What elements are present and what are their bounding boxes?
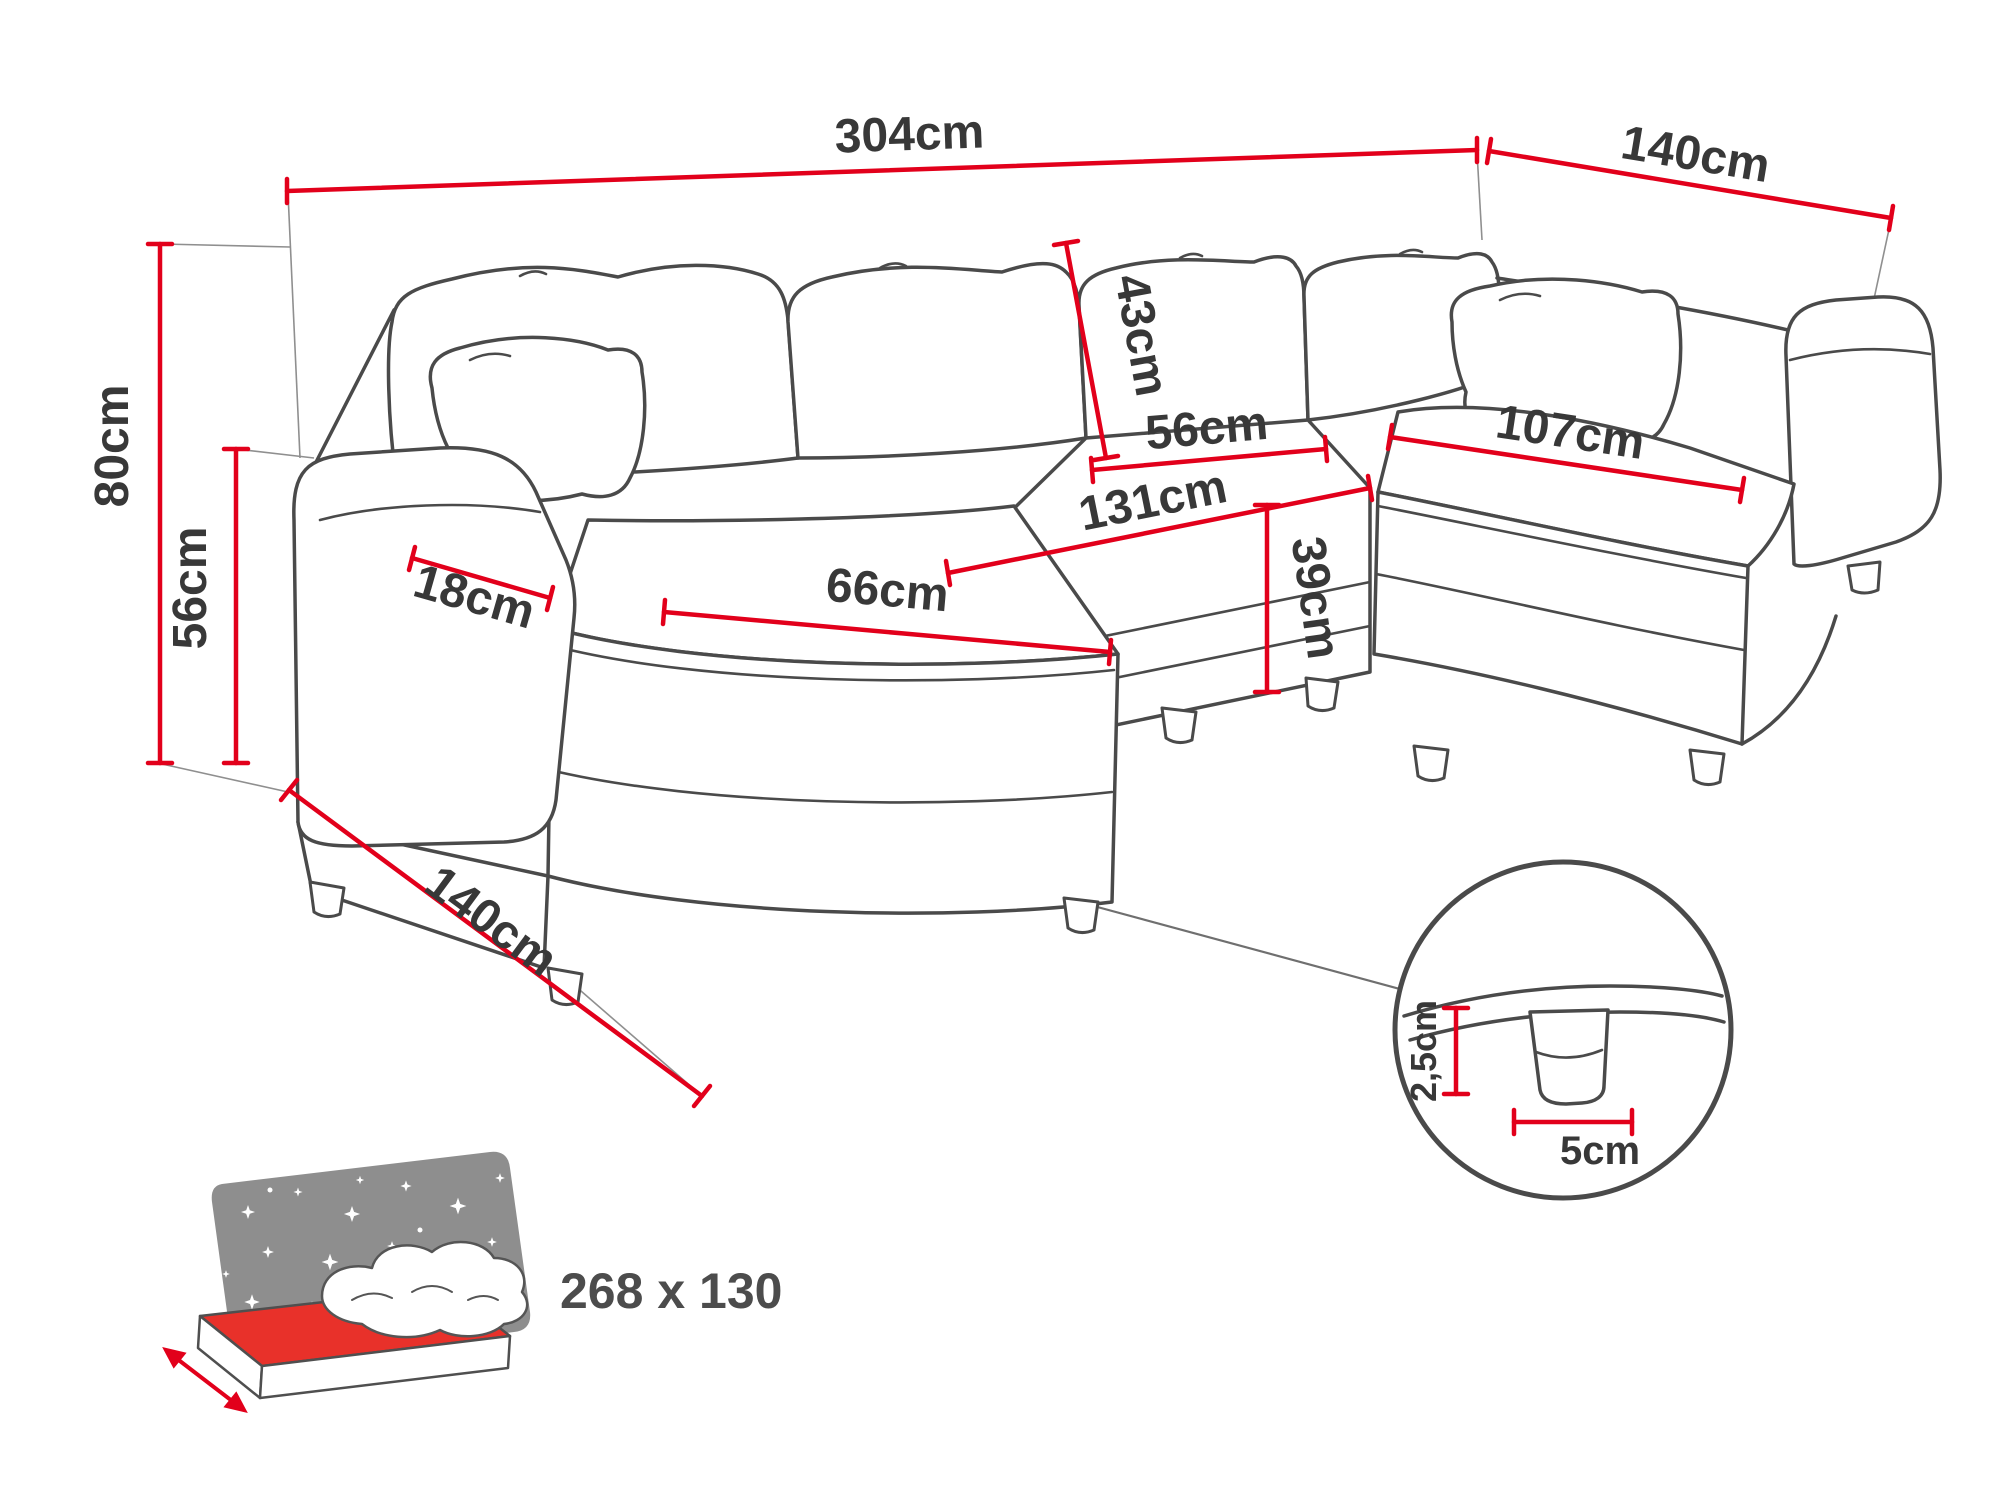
sofa-foot xyxy=(1412,744,1450,783)
back-cushion-2 xyxy=(786,261,1088,460)
seam-line xyxy=(1376,504,1748,580)
pillow-crease xyxy=(1498,292,1542,302)
dimension-label-leg-height: 2,5cm xyxy=(1403,1000,1444,1102)
dimension-top-right-depth xyxy=(1484,136,1896,233)
unfold-arrow xyxy=(162,1347,248,1413)
dimension-armrest-height xyxy=(221,446,251,766)
dimension-front-depth xyxy=(278,777,713,1109)
dimension-label-middle-seat-depth: 56cm xyxy=(1143,397,1270,460)
dimension-label-overall-height: 80cm xyxy=(86,385,139,508)
leader-line-to-leg-detail xyxy=(1089,903,1401,991)
seam-line xyxy=(552,644,1116,682)
construction-lines xyxy=(161,151,1892,1097)
armrest-left xyxy=(292,446,577,848)
dimension-label-top-width: 304cm xyxy=(834,105,985,163)
sofa-leg-curve xyxy=(1534,1048,1604,1059)
armrest-left-inner-edge xyxy=(318,503,542,522)
duvet xyxy=(320,1240,529,1339)
cushion-crease xyxy=(878,262,908,270)
sofa-line-drawing xyxy=(292,248,1942,1007)
dimension-armrest-width xyxy=(406,544,556,613)
pillow-crease xyxy=(468,352,512,362)
back-cushion-4 xyxy=(1302,251,1502,422)
dimension-backrest-height xyxy=(1051,238,1121,463)
dimension-label-top-right-depth: 140cm xyxy=(1617,116,1773,193)
sofa-foot xyxy=(308,880,346,919)
base-bottom-edge xyxy=(1402,984,1724,1018)
sleeping-function-icon: 268 x 130 xyxy=(162,1151,782,1413)
duvet-fold xyxy=(467,1295,499,1301)
dimension-label-armrest-height: 56cm xyxy=(164,527,217,650)
chaise-right-base-edge xyxy=(1740,614,1838,746)
seam-line xyxy=(548,768,1114,804)
sofa-foot xyxy=(1304,676,1340,713)
dimension-middle-seat-width xyxy=(943,473,1375,588)
construction-line xyxy=(565,977,703,1097)
sofa-foot xyxy=(1062,896,1100,935)
dimension-top-width xyxy=(284,135,1480,206)
back-panel-edge xyxy=(310,308,396,472)
dimension-leg-width xyxy=(1511,1107,1635,1137)
sofa-foot xyxy=(1846,560,1882,595)
armrest-right xyxy=(1784,295,1942,568)
dimension-seat-front-height xyxy=(1252,502,1282,695)
seam-line xyxy=(1374,572,1746,652)
dimension-lines xyxy=(145,135,1896,1109)
construction-line xyxy=(161,763,307,797)
mattress-side-front xyxy=(258,1334,512,1400)
armrest-right-inner-edge xyxy=(1788,347,1932,362)
duvet-fold xyxy=(351,1292,393,1301)
dimension-leg-height xyxy=(1441,1005,1471,1097)
leg-detail: 2,5cm 5cm xyxy=(1392,859,1734,1201)
dimension-right-chaise-length xyxy=(1385,422,1747,505)
dimension-left-chaise-width xyxy=(660,597,1114,667)
construction-line xyxy=(1476,151,1483,241)
cushion-crease xyxy=(1398,248,1424,256)
duvet-fold xyxy=(411,1285,453,1293)
base-plinth-left xyxy=(296,820,550,970)
sleeping-area-label: 268 x 130 xyxy=(560,1263,782,1319)
dimension-label-leg-width: 5cm xyxy=(1560,1129,1640,1173)
sofa-foot xyxy=(1160,706,1198,745)
dimension-middle-seat-depth xyxy=(1088,434,1330,485)
chaise-left-front xyxy=(546,626,1120,915)
construction-line xyxy=(287,192,301,459)
sofa-foot xyxy=(1688,748,1726,787)
construction-line xyxy=(161,243,291,248)
dimension-label-left-chaise-width: 66cm xyxy=(824,559,951,622)
cushion-crease xyxy=(1178,252,1204,260)
dimension-overall-height xyxy=(145,241,175,766)
cushion-crease xyxy=(518,270,548,278)
